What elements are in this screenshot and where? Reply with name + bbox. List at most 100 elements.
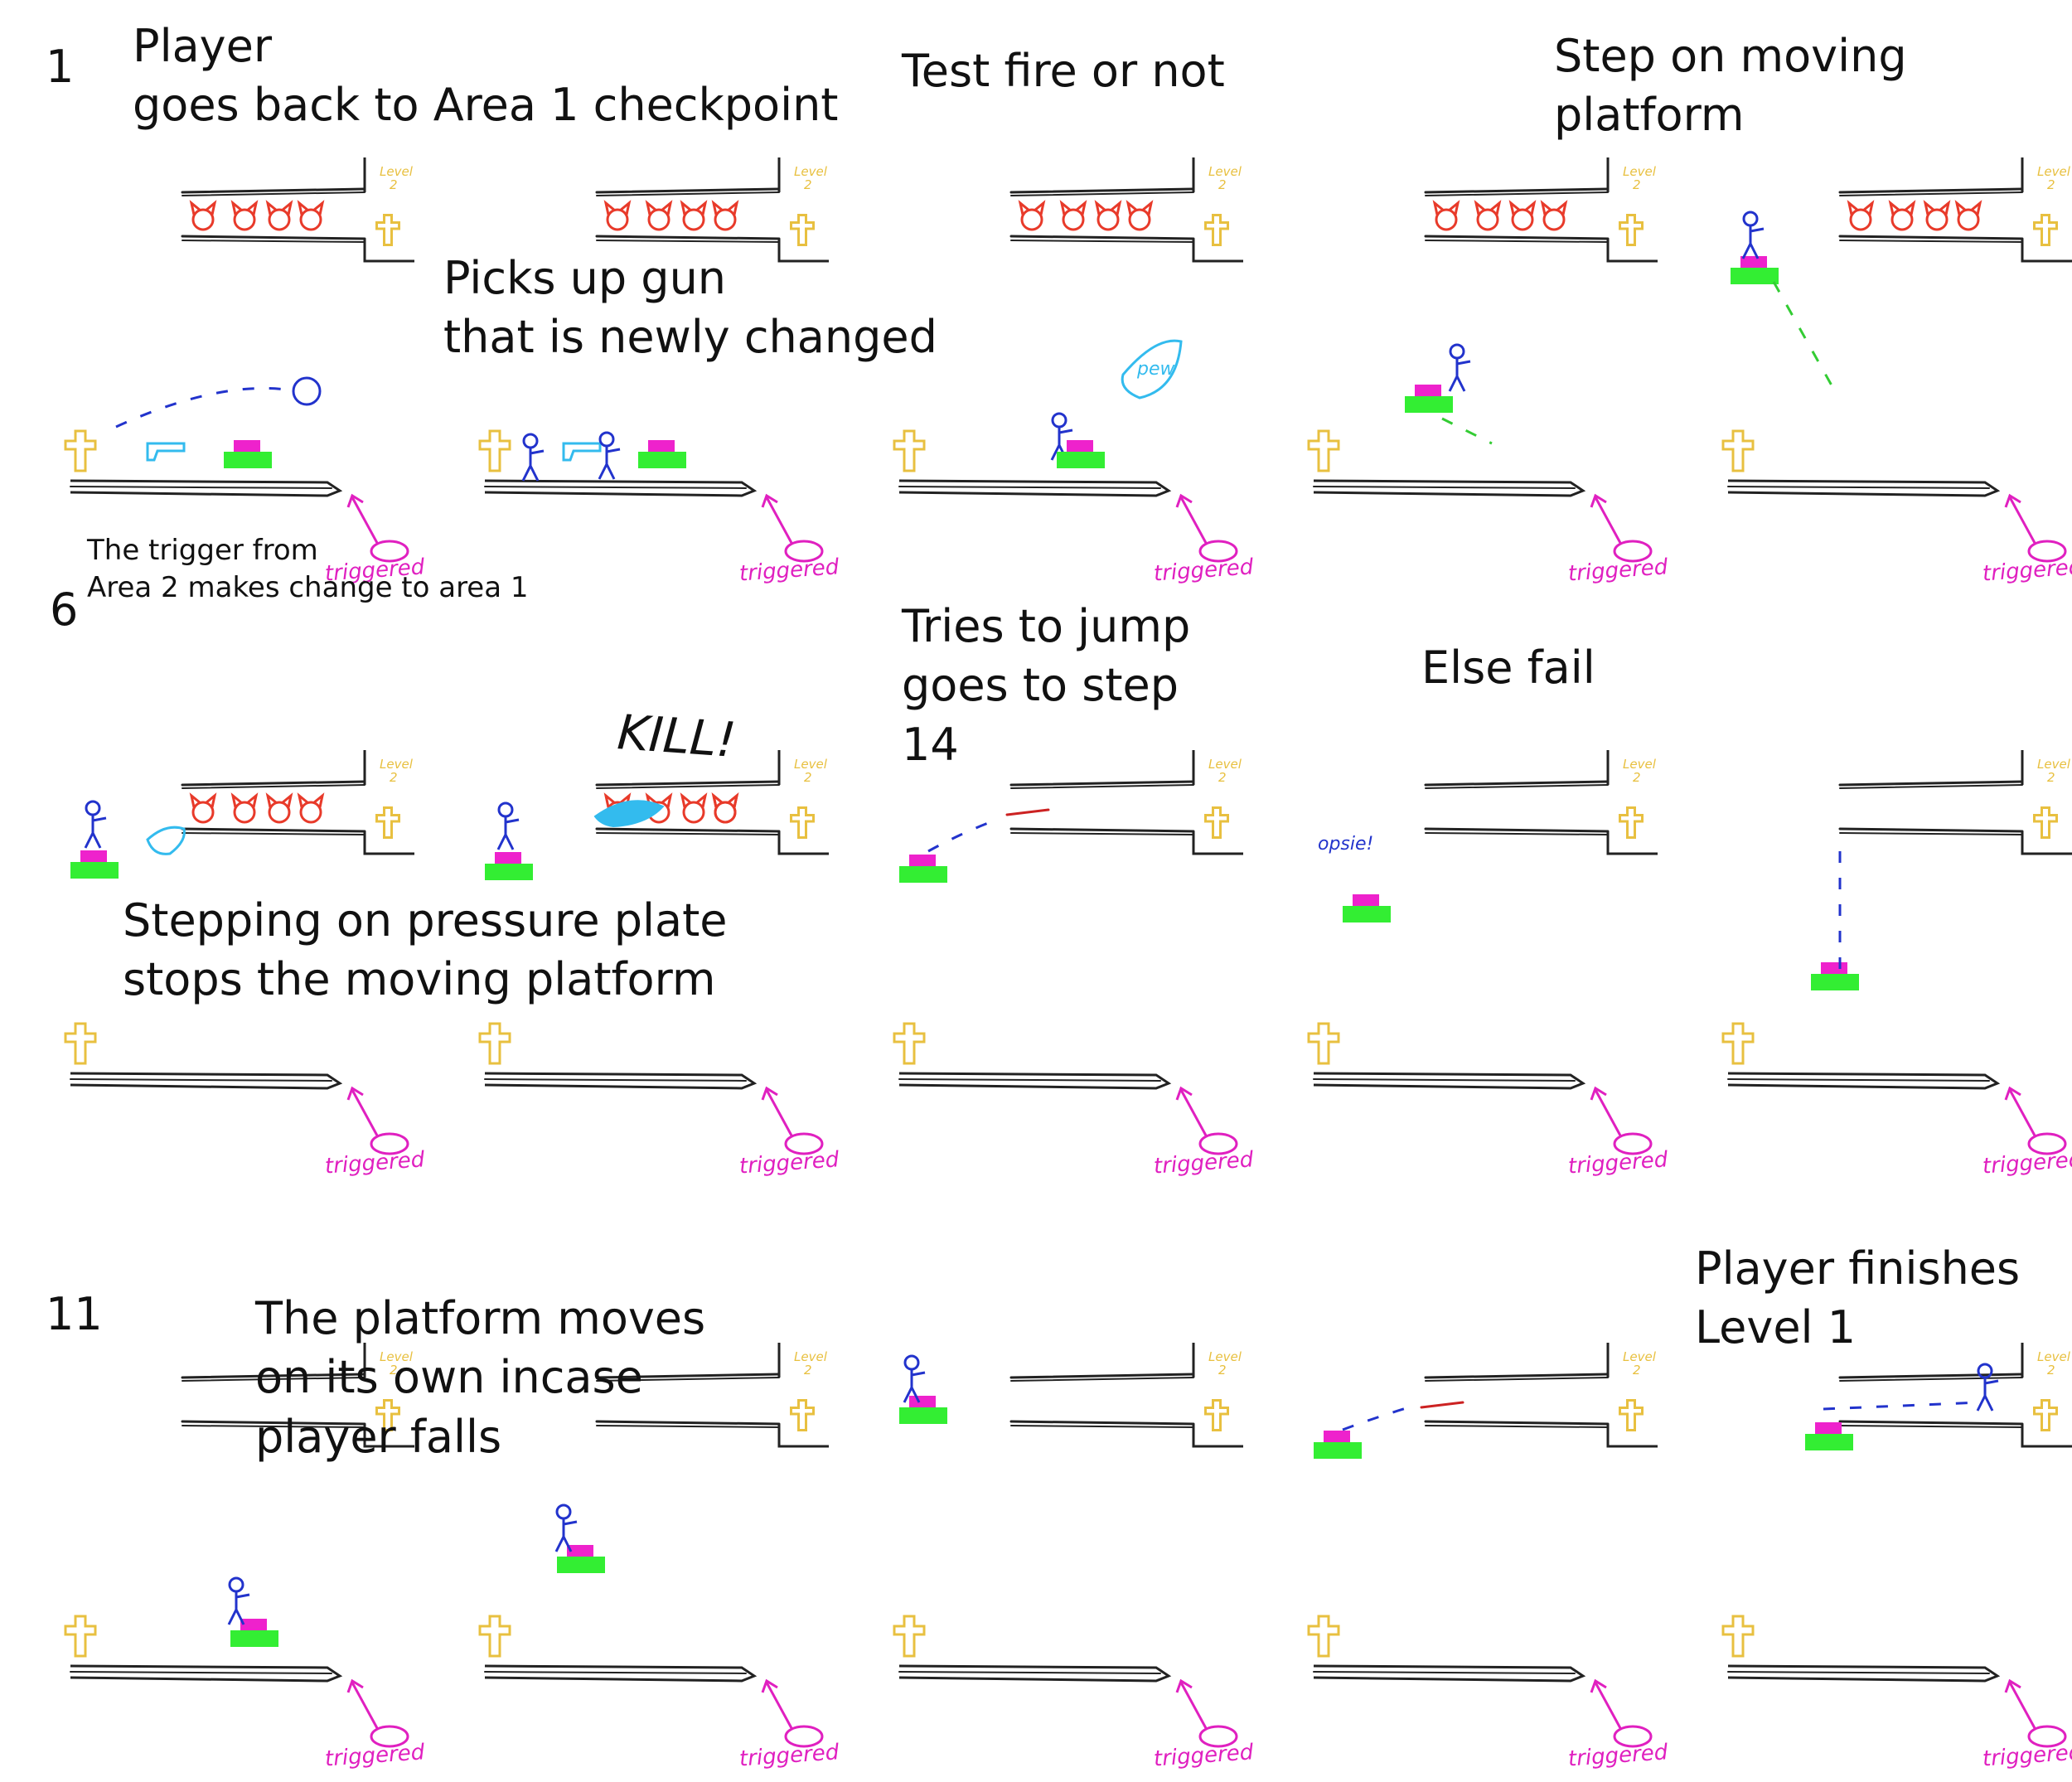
- corridor-top-line: [1425, 784, 1609, 789]
- ground-ledge: [898, 1664, 1172, 1683]
- corridor-top-line: [596, 784, 780, 789]
- pew-label: pew: [1136, 359, 1176, 380]
- enemy-ears: [1923, 200, 1951, 215]
- triggered-label: triggered: [738, 1147, 840, 1179]
- corridor-bottom-line: [1424, 827, 1610, 833]
- pressure-plate: [1815, 1422, 1842, 1434]
- moving-platform: [1811, 974, 1859, 990]
- checkpoint-cross-icon: [478, 1022, 511, 1065]
- trigger-arrow: [2008, 496, 2036, 545]
- ground-ledge: [898, 479, 1172, 497]
- enemy-icon: [191, 801, 215, 824]
- trigger-arrow-head: [346, 1086, 364, 1101]
- pressure-plate: [648, 440, 675, 452]
- player-head: [1051, 412, 1067, 429]
- jump-trajectory: [927, 819, 995, 853]
- triggered-label: triggered: [738, 554, 840, 586]
- pressure-plate-icon: [1198, 1132, 1238, 1155]
- moving-platform: [1731, 268, 1779, 284]
- corridor-wall: [1192, 750, 1243, 855]
- enemy-icon: [682, 801, 705, 824]
- corridor-wall: [363, 1343, 414, 1448]
- level-2-cross-icon: [2033, 214, 2058, 246]
- platform-path: [1441, 417, 1493, 445]
- pressure-plate-icon: [784, 540, 824, 563]
- pressure-plate-icon: [2027, 1132, 2067, 1155]
- trigger-arrow-head: [1590, 493, 1607, 508]
- corridor-top-line: [595, 187, 781, 194]
- player-head: [598, 431, 615, 448]
- enemy-ears: [1954, 200, 1982, 215]
- moving-platform: [1057, 452, 1105, 468]
- trigger-arrow-head: [761, 1086, 778, 1101]
- corridor-top-line: [1010, 784, 1194, 789]
- ground-ledge: [1313, 486, 1576, 489]
- corridor-top-line: [1009, 1373, 1195, 1379]
- corridor-top-line: [1839, 191, 2023, 196]
- checkpoint-cross-icon: [64, 1615, 97, 1658]
- triggered-label: triggered: [1982, 1740, 2072, 1771]
- ground-ledge: [484, 1072, 758, 1090]
- exit-trajectory: [1823, 1401, 1982, 1411]
- enemy-icon: [1542, 208, 1566, 231]
- checkpoint-cross-icon: [64, 429, 97, 472]
- corridor-wall: [2021, 1343, 2072, 1448]
- triggered-label: triggered: [1982, 554, 2072, 586]
- enemy-ears: [297, 792, 325, 808]
- corridor-bottom-line: [1425, 240, 1609, 243]
- enemy-icon: [1097, 208, 1120, 231]
- enemy-icon: [1435, 208, 1458, 231]
- player-head: [522, 433, 539, 449]
- corridor-bottom-line: [596, 832, 780, 835]
- pressure-plate-icon: [2027, 540, 2067, 563]
- enemy-icon: [1890, 208, 1914, 231]
- trigger-arrow-head: [1590, 1086, 1607, 1101]
- triggered-label: triggered: [738, 1740, 840, 1771]
- corridor-bottom-line: [1838, 235, 2024, 240]
- triggered-label: triggered: [1153, 1740, 1255, 1771]
- jump-trajectory: [1342, 1406, 1410, 1431]
- corridor-top-line: [1425, 191, 1609, 196]
- pressure-plate: [1415, 385, 1441, 396]
- ground-ledge: [1313, 1072, 1586, 1090]
- ground-ledge: [70, 1664, 343, 1683]
- corridor-bottom-line: [595, 827, 781, 833]
- triggered-label: triggered: [324, 1740, 426, 1771]
- pressure-plate-icon: [1613, 1132, 1653, 1155]
- pressure-plate: [909, 855, 936, 866]
- player-body: [554, 1518, 578, 1552]
- corridor-top-line: [595, 780, 781, 787]
- ground-ledge: [70, 1072, 343, 1090]
- enemy-icon: [191, 208, 215, 231]
- enemy-ears: [711, 200, 739, 215]
- caption-panel-8: Tries to jump goes to step 14: [902, 600, 1191, 771]
- corridor-top-line: [1010, 1377, 1194, 1382]
- caption-panel-15: Player finishes Level 1: [1695, 1242, 2021, 1354]
- level-2-cross-icon: [375, 806, 400, 839]
- step-number-6: 6: [50, 584, 79, 636]
- ground-ledge: [1727, 486, 1990, 489]
- corridor-wall: [1192, 157, 1243, 263]
- corridor-top-line: [1839, 1377, 2023, 1382]
- ground-ledge: [1727, 1078, 1990, 1082]
- pressure-plate-icon: [784, 1725, 824, 1748]
- enemy-icon: [1020, 208, 1043, 231]
- pressure-plate: [1324, 1431, 1350, 1442]
- level-2-cross-icon: [375, 214, 400, 246]
- checkpoint-cross-icon: [893, 1615, 926, 1658]
- corridor-top-line: [1009, 780, 1195, 787]
- corridor-top-line: [182, 1377, 366, 1382]
- trigger-arrow: [1594, 496, 1622, 545]
- corridor-top-line: [596, 191, 780, 196]
- level-2-cross-icon: [790, 806, 815, 839]
- enemy-icon: [714, 801, 737, 824]
- level-2-cross-icon: [790, 214, 815, 246]
